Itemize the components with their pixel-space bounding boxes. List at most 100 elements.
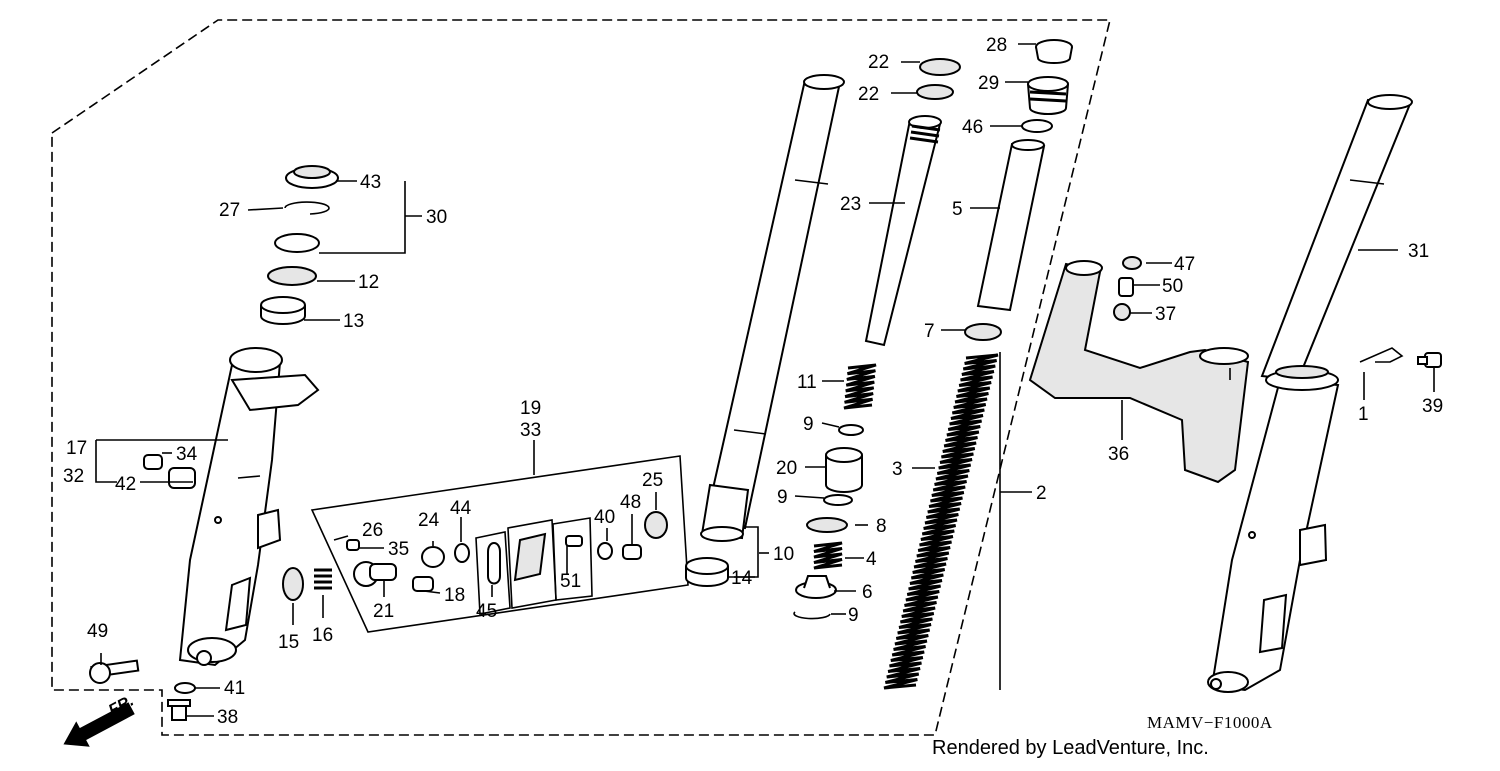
callout-45: 45 <box>476 601 497 622</box>
callout-23: 23 <box>840 194 861 215</box>
callout-41: 41 <box>224 678 245 699</box>
fork-assembly-31 <box>1207 94 1413 693</box>
callout-13: 13 <box>343 311 364 332</box>
callout-19: 19 <box>520 398 541 419</box>
piston-20 <box>825 447 863 493</box>
collar-42 <box>168 467 196 489</box>
callout-27: 27 <box>219 200 240 221</box>
callout-20: 20 <box>776 458 797 479</box>
fork-inner-tube <box>700 74 845 542</box>
stopper-6 <box>795 575 837 599</box>
drain-bolt-38 <box>167 699 191 721</box>
bolt-39 <box>1417 352 1442 368</box>
o-ring-46 <box>1021 119 1053 133</box>
callout-9-c: 9 <box>848 605 859 626</box>
callout-24: 24 <box>418 510 440 531</box>
seal-22-lower <box>916 84 954 100</box>
damper-rod-23 <box>864 115 942 347</box>
drawing-code: MAMV−F1000A <box>1147 713 1273 732</box>
spacer-5 <box>976 139 1046 312</box>
front-direction-arrow <box>63 702 135 747</box>
callout-labels: 28 22 22 29 46 23 5 7 11 9 20 9 8 4 10 1… <box>63 35 1443 728</box>
callout-16: 16 <box>312 625 333 646</box>
callout-3: 3 <box>892 459 903 480</box>
part-35 <box>346 539 360 551</box>
callout-12: 12 <box>358 272 379 293</box>
callout-38: 38 <box>217 707 238 728</box>
adjuster-21 <box>353 561 397 587</box>
bolt-51 <box>565 535 583 547</box>
bolt-18 <box>412 576 434 592</box>
callout-21: 21 <box>373 601 394 622</box>
bolt-50 <box>1118 277 1134 297</box>
callout-14: 14 <box>731 568 753 589</box>
callout-39: 39 <box>1422 396 1443 417</box>
callout-6: 6 <box>862 582 873 603</box>
callout-22-lower: 22 <box>858 84 879 105</box>
back-up-ring <box>274 233 320 253</box>
callout-17: 17 <box>66 438 87 459</box>
part-26 <box>333 535 349 541</box>
clip-1 <box>1359 347 1404 363</box>
bolt-48 <box>622 544 642 560</box>
washer-24 <box>421 546 445 568</box>
dust-seal-12 <box>267 266 317 286</box>
washer-15 <box>282 567 304 601</box>
callout-43: 43 <box>360 172 381 193</box>
circlip-9-c <box>793 611 831 620</box>
callout-44: 44 <box>450 498 472 519</box>
fork-bolt-29 <box>1027 76 1069 115</box>
callout-37: 37 <box>1155 304 1176 325</box>
valve-plate <box>513 532 547 582</box>
callout-31: 31 <box>1408 241 1429 262</box>
subassembly-box-51 <box>552 517 593 601</box>
callout-2: 2 <box>1036 483 1047 504</box>
callout-5: 5 <box>952 199 963 220</box>
callout-26: 26 <box>362 520 383 541</box>
oil-seal-43 <box>285 165 339 189</box>
assembly-boundary <box>51 19 1112 736</box>
callout-47: 47 <box>1174 254 1195 275</box>
callout-11: 11 <box>797 372 817 393</box>
render-credit: Rendered by LeadVenture, Inc. <box>932 737 1209 759</box>
gasket-45 <box>487 542 501 585</box>
callout-10: 10 <box>773 544 794 565</box>
callout-28: 28 <box>986 35 1007 56</box>
callout-48: 48 <box>620 492 641 513</box>
callout-50: 50 <box>1162 276 1183 297</box>
leader-lines <box>95 43 1435 717</box>
nut-37 <box>1113 303 1131 321</box>
rebound-spring-11 <box>843 363 877 410</box>
callout-36: 36 <box>1108 444 1129 465</box>
callout-9-b: 9 <box>777 487 788 508</box>
callout-29: 29 <box>978 73 999 94</box>
callout-1: 1 <box>1358 404 1369 425</box>
fork-spring-3 <box>883 353 999 690</box>
callout-49: 49 <box>87 621 108 642</box>
bolt-49 <box>89 659 140 684</box>
callout-32: 32 <box>63 466 84 487</box>
callout-30: 30 <box>426 207 447 228</box>
collar-34 <box>143 454 163 470</box>
subassembly-boundary-19-33 <box>310 455 689 633</box>
seat-7 <box>964 323 1002 341</box>
callout-8: 8 <box>876 516 887 537</box>
callout-34: 34 <box>176 444 198 465</box>
slide-bushing-14 <box>685 557 729 587</box>
fork-cover-36 <box>1028 260 1250 484</box>
callout-51: 51 <box>560 571 581 592</box>
callout-33: 33 <box>520 420 541 441</box>
callout-18: 18 <box>444 585 465 606</box>
washer-41 <box>174 682 196 694</box>
o-ring-44 <box>454 543 470 563</box>
callout-42: 42 <box>115 474 136 495</box>
callout-9-a: 9 <box>803 414 814 435</box>
spring-16 <box>314 568 332 590</box>
callout-25: 25 <box>642 470 663 491</box>
callout-15: 15 <box>278 632 299 653</box>
seal-25 <box>644 511 668 539</box>
cap-47 <box>1122 256 1142 270</box>
subassembly-box-45 <box>475 531 511 615</box>
